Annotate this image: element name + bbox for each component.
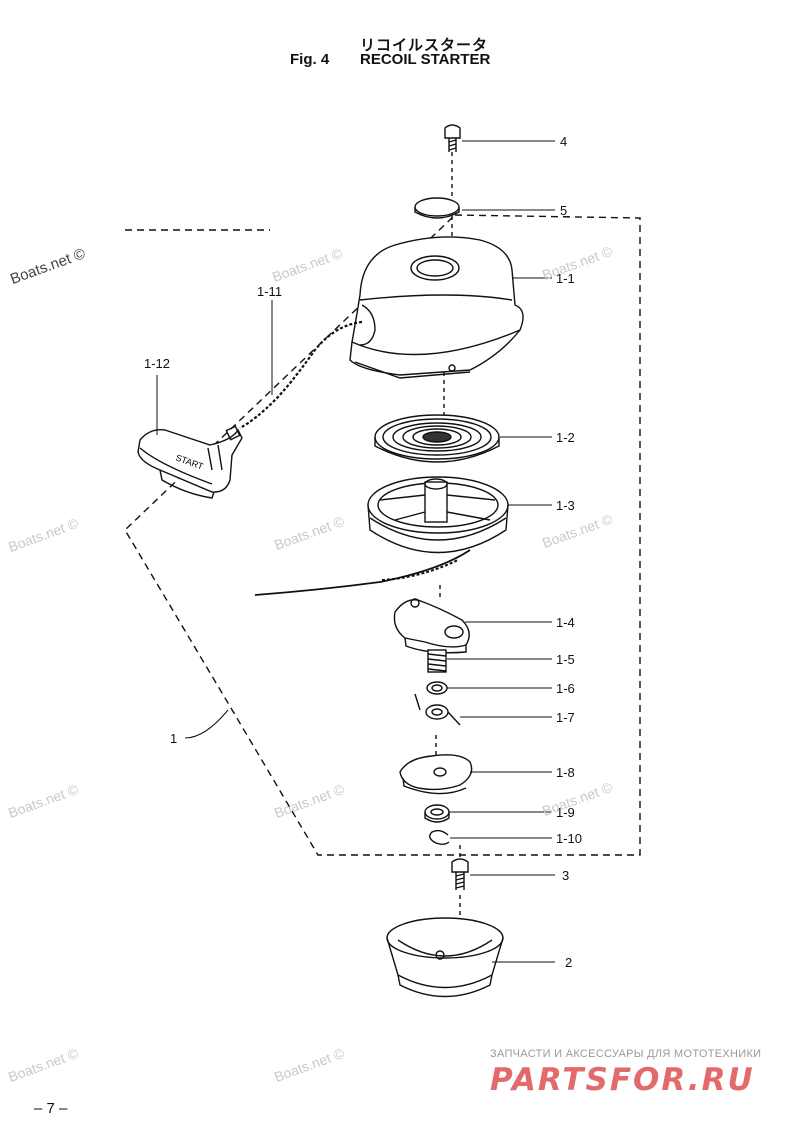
cover-part-1-1 xyxy=(349,236,524,379)
washer-part-1-6 xyxy=(426,681,448,695)
callout-1: 1 xyxy=(170,731,178,746)
plate-part-1-8 xyxy=(399,754,473,795)
nut-part-1-9 xyxy=(424,804,450,823)
small-spring-part-1-5 xyxy=(427,649,447,673)
callout-1-7: 1-7 xyxy=(556,710,575,725)
callout-1-1: 1-1 xyxy=(556,271,575,286)
callout-1-9: 1-9 xyxy=(556,805,575,820)
japanese-title: リコイルスタータ xyxy=(360,36,489,54)
clip-part-1-10 xyxy=(429,829,450,845)
spring-part-1-2 xyxy=(374,414,500,463)
callout-2: 2 xyxy=(565,955,573,970)
rope-part-1-11 xyxy=(239,320,363,429)
shop-tagline: ЗАПЧАСТИ И АКСЕССУАРЫ ДЛЯ МОТОТЕХНИКИ xyxy=(490,1048,762,1060)
figure-number: Fig. 4 xyxy=(290,51,330,68)
page-number: – 7 – xyxy=(34,1100,68,1117)
ratchet-part-1-4 xyxy=(393,598,470,654)
callout-1-12: 1-12 xyxy=(144,356,171,371)
callout-1-11: 1-11 xyxy=(257,284,283,299)
shop-logo: PARTSFOR.RU xyxy=(490,1062,755,1098)
bolt-part-3 xyxy=(451,858,469,890)
callout-1-3: 1-3 xyxy=(556,498,575,513)
callout-1-8: 1-8 xyxy=(556,765,575,780)
figure-title: RECOIL STARTER xyxy=(360,51,491,68)
callout-1-5: 1-5 xyxy=(556,652,575,667)
cap-part-5 xyxy=(414,197,460,219)
assembly-boundary xyxy=(124,214,641,856)
torsion-spring-part-1-7 xyxy=(414,693,461,726)
callout-3: 3 xyxy=(562,868,570,883)
bolt-part-4 xyxy=(444,124,461,152)
handle-part-1-12 xyxy=(137,425,243,499)
callout-5: 5 xyxy=(560,203,568,218)
callout-1-6: 1-6 xyxy=(556,681,575,696)
callout-1-10: 1-10 xyxy=(556,831,583,846)
callout-1-2: 1-2 xyxy=(556,430,575,445)
callout-1-4: 1-4 xyxy=(556,615,575,630)
cup-part-2 xyxy=(386,917,504,998)
callout-4: 4 xyxy=(560,134,568,149)
reel-part-1-3 xyxy=(367,476,509,554)
